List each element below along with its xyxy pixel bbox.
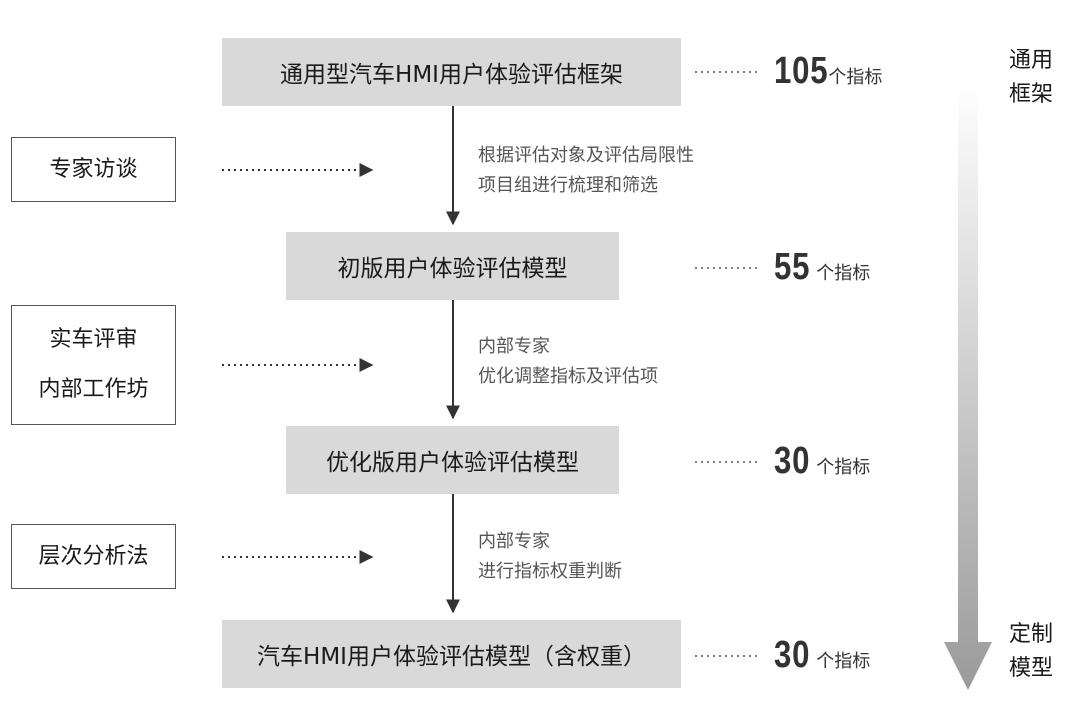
step-label: 通用型汽车HMI用户体验评估框架: [280, 62, 623, 88]
note-line: 优化调整指标及评估项: [478, 366, 658, 387]
side-line: 模型: [1009, 656, 1054, 681]
step-label: 优化版用户体验评估模型: [326, 450, 579, 476]
count-number: 105: [774, 50, 829, 92]
count-number: 55: [774, 246, 811, 288]
step-label: 初版用户体验评估模型: [337, 256, 568, 282]
process-note-3: 内部专家 进行指标权重判断: [478, 527, 622, 587]
side-label-generic-framework: 通用 框架: [1009, 44, 1053, 112]
method-expert-interview: 专家访谈: [11, 137, 176, 202]
method-line: 专家访谈: [49, 156, 138, 182]
process-note-1: 根据评估对象及评估局限性 项目组进行梳理和筛选: [478, 141, 694, 201]
generic-to-custom-arrow: [944, 82, 992, 690]
side-line: 通用: [1009, 48, 1054, 73]
count-unit: 个指标: [816, 457, 871, 478]
note-line: 内部专家: [478, 336, 550, 357]
step-weighted-model: 汽车HMI用户体验评估模型（含权重）: [222, 620, 681, 688]
method-line: 层次分析法: [38, 543, 149, 569]
indicator-count-1: 105 个指标: [774, 50, 882, 93]
note-line: 项目组进行梳理和筛选: [478, 175, 658, 196]
side-line: 定制: [1009, 622, 1054, 647]
method-line: 实车评审: [49, 327, 138, 352]
count-unit: 个指标: [828, 67, 883, 88]
method-line: 内部工作坊: [38, 377, 149, 402]
count-number: 30: [774, 440, 811, 482]
side-line: 框架: [1009, 82, 1054, 107]
step-generic-framework: 通用型汽车HMI用户体验评估框架: [222, 38, 681, 106]
method-ahp: 层次分析法: [11, 524, 176, 589]
method-vehicle-review-workshop: 实车评审 内部工作坊: [11, 305, 176, 425]
indicator-count-4: 30 个指标: [774, 634, 870, 677]
indicator-count-3: 30 个指标: [774, 440, 870, 483]
count-unit: 个指标: [816, 263, 871, 284]
note-line: 内部专家: [478, 531, 550, 552]
step-initial-model: 初版用户体验评估模型: [286, 232, 619, 300]
note-line: 根据评估对象及评估局限性: [478, 145, 694, 166]
step-optimized-model: 优化版用户体验评估模型: [286, 426, 619, 494]
side-label-custom-model: 定制 模型: [1009, 618, 1053, 686]
count-unit: 个指标: [816, 651, 871, 672]
process-note-2: 内部专家 优化调整指标及评估项: [478, 332, 658, 392]
step-label: 汽车HMI用户体验评估模型（含权重）: [257, 644, 646, 670]
note-line: 进行指标权重判断: [478, 561, 622, 582]
count-number: 30: [774, 634, 811, 676]
indicator-count-2: 55 个指标: [774, 246, 870, 289]
